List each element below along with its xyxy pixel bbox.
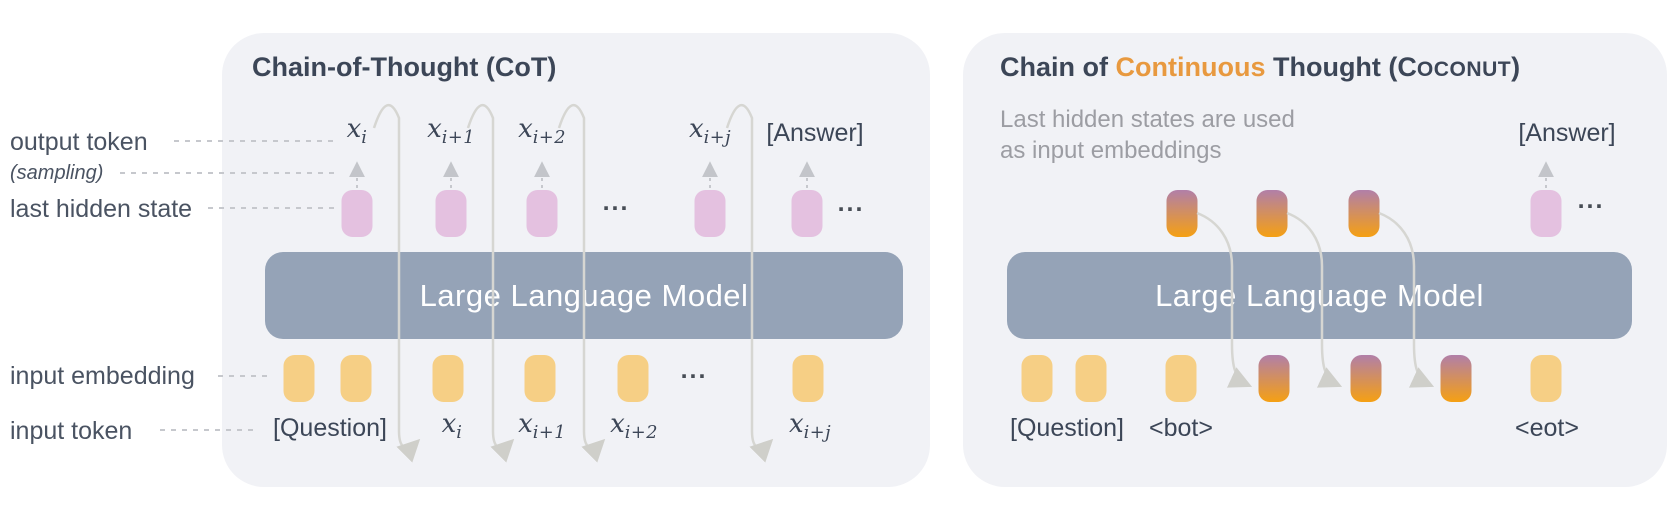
cot-output-token: xi+1 bbox=[427, 114, 475, 149]
input-embedding-blob bbox=[340, 355, 372, 402]
cot-panel-title: Chain-of-Thought (CoT) bbox=[252, 52, 557, 82]
input-embedding-blob bbox=[617, 355, 649, 402]
continuous-thought-blob bbox=[1258, 355, 1290, 402]
cot-output-token: xi+j bbox=[688, 114, 732, 149]
hidden-state-blob bbox=[1530, 190, 1562, 237]
coconut-llm-label: Large Language Model bbox=[1155, 277, 1484, 313]
coconut-answer-token: [Answer] bbox=[1518, 119, 1616, 147]
row-label-sampling: (sampling) bbox=[10, 162, 104, 184]
input-embedding-blob bbox=[792, 355, 824, 402]
ellipsis: ... bbox=[602, 188, 630, 216]
input-embedding-blob bbox=[1075, 355, 1107, 402]
continuous-thought-blob bbox=[1348, 190, 1380, 237]
hidden-state-blob bbox=[694, 190, 726, 237]
input-embedding-blob bbox=[432, 355, 464, 402]
continuous-thought-blob bbox=[1166, 190, 1198, 237]
cot-llm-label: Large Language Model bbox=[419, 277, 749, 313]
ellipsis: ... bbox=[680, 356, 708, 384]
input-embedding-blob bbox=[1530, 355, 1562, 402]
ellipsis: ... bbox=[1577, 186, 1605, 214]
hidden-state-blob bbox=[526, 190, 558, 237]
row-label-output-token: output token bbox=[10, 128, 148, 156]
row-label-input-token: input token bbox=[10, 417, 133, 445]
cot-output-token: xi+2 bbox=[518, 114, 566, 149]
input-embedding-blob bbox=[1165, 355, 1197, 402]
cot-llm-bar: Large Language Model bbox=[265, 252, 903, 339]
cot-input-token: xi bbox=[441, 409, 463, 444]
continuous-thought-blob bbox=[1440, 355, 1472, 402]
hidden-state-blob bbox=[341, 190, 373, 237]
coconut-subtitle: Last hidden states are used as input emb… bbox=[1000, 106, 1295, 164]
input-embedding-blob bbox=[524, 355, 556, 402]
coconut-panel-title: Chain of Continuous Thought (COCONUT) bbox=[1000, 52, 1521, 82]
cot-input-token: xi+j bbox=[788, 409, 832, 444]
hidden-state-blob bbox=[791, 190, 823, 237]
cot-output-token: xi bbox=[346, 114, 368, 149]
cot-input-token: xi+1 bbox=[518, 409, 566, 444]
input-embedding-blob bbox=[283, 355, 315, 402]
coconut-llm-bar: Large Language Model bbox=[1007, 252, 1632, 339]
continuous-thought-blob bbox=[1350, 355, 1382, 402]
continuous-thought-blob bbox=[1256, 190, 1288, 237]
bot-token: <bot> bbox=[1149, 414, 1213, 442]
cot-input-token: xi+2 bbox=[610, 409, 658, 444]
input-embedding-blob bbox=[1021, 355, 1053, 402]
row-label-last-hidden-state: last hidden state bbox=[10, 195, 193, 223]
continuous-highlight: Continuous bbox=[1115, 52, 1266, 82]
cot-answer-token: [Answer] bbox=[766, 119, 864, 147]
row-label-input-embedding: input embedding bbox=[10, 362, 195, 390]
hidden-state-blob bbox=[435, 190, 467, 237]
coconut-question-token: [Question] bbox=[1010, 414, 1124, 442]
cot-question-token: [Question] bbox=[273, 414, 387, 442]
ellipsis: ... bbox=[837, 189, 865, 217]
eot-token: <eot> bbox=[1515, 414, 1579, 442]
